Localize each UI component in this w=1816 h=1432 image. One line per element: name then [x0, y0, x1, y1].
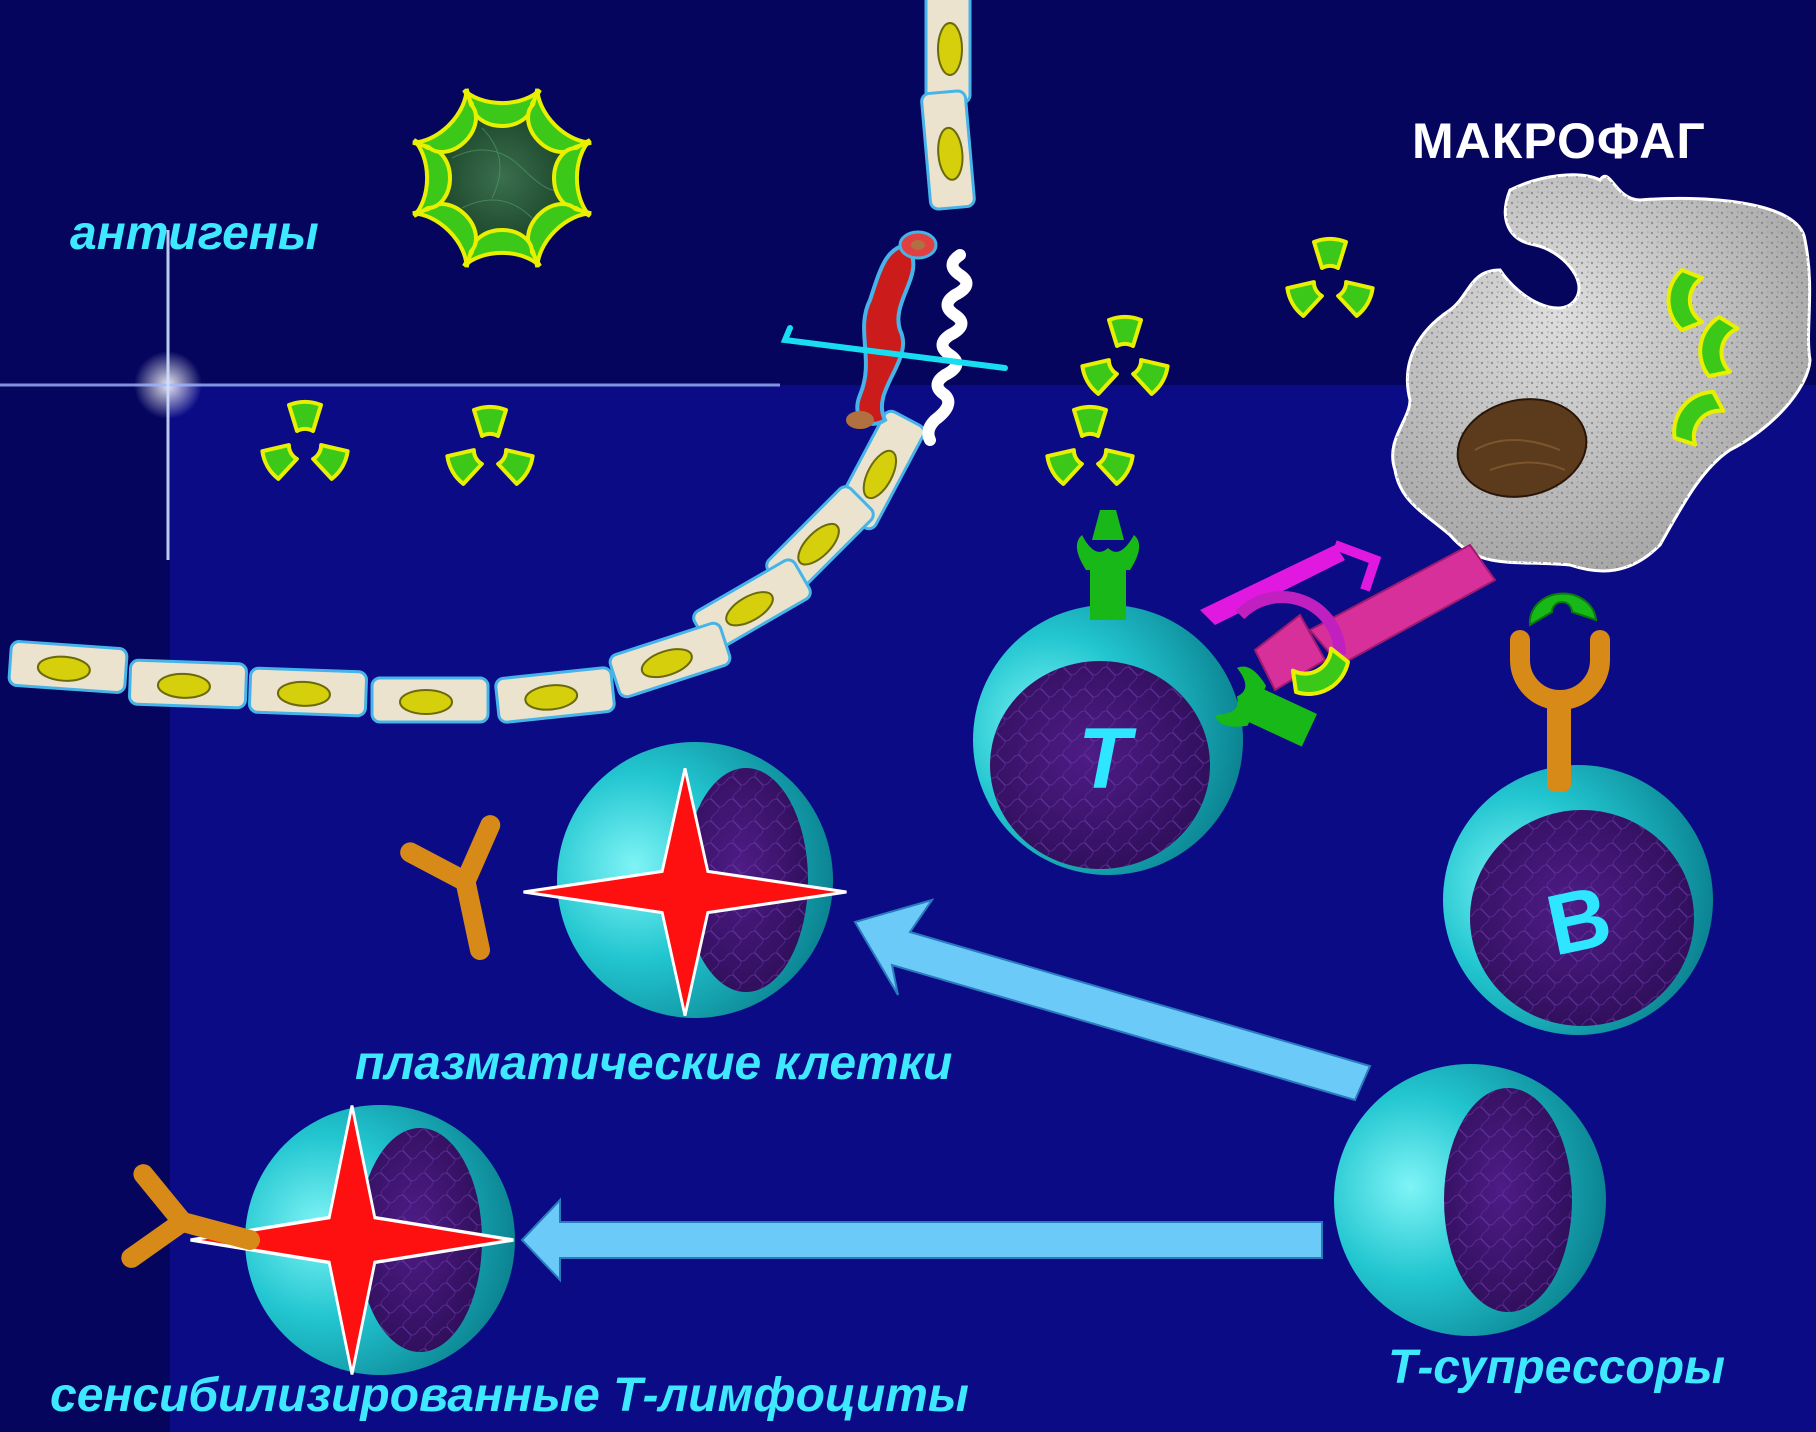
- plasma-cells-label: плазматические клетки: [355, 1036, 952, 1091]
- sensitized-t-lymphocytes-label: сенсибилизированные Т-лимфоциты: [50, 1368, 969, 1423]
- macrophage-label: МАКРОФАГ: [1412, 112, 1706, 170]
- antigens-label: антигены: [70, 206, 319, 261]
- background-left-band: [0, 385, 170, 1432]
- t-suppressor-cell-icon: [1334, 1064, 1606, 1336]
- t-suppressors-label: Т-супрессоры: [1388, 1340, 1725, 1395]
- t-cell-letter: T: [1078, 710, 1131, 809]
